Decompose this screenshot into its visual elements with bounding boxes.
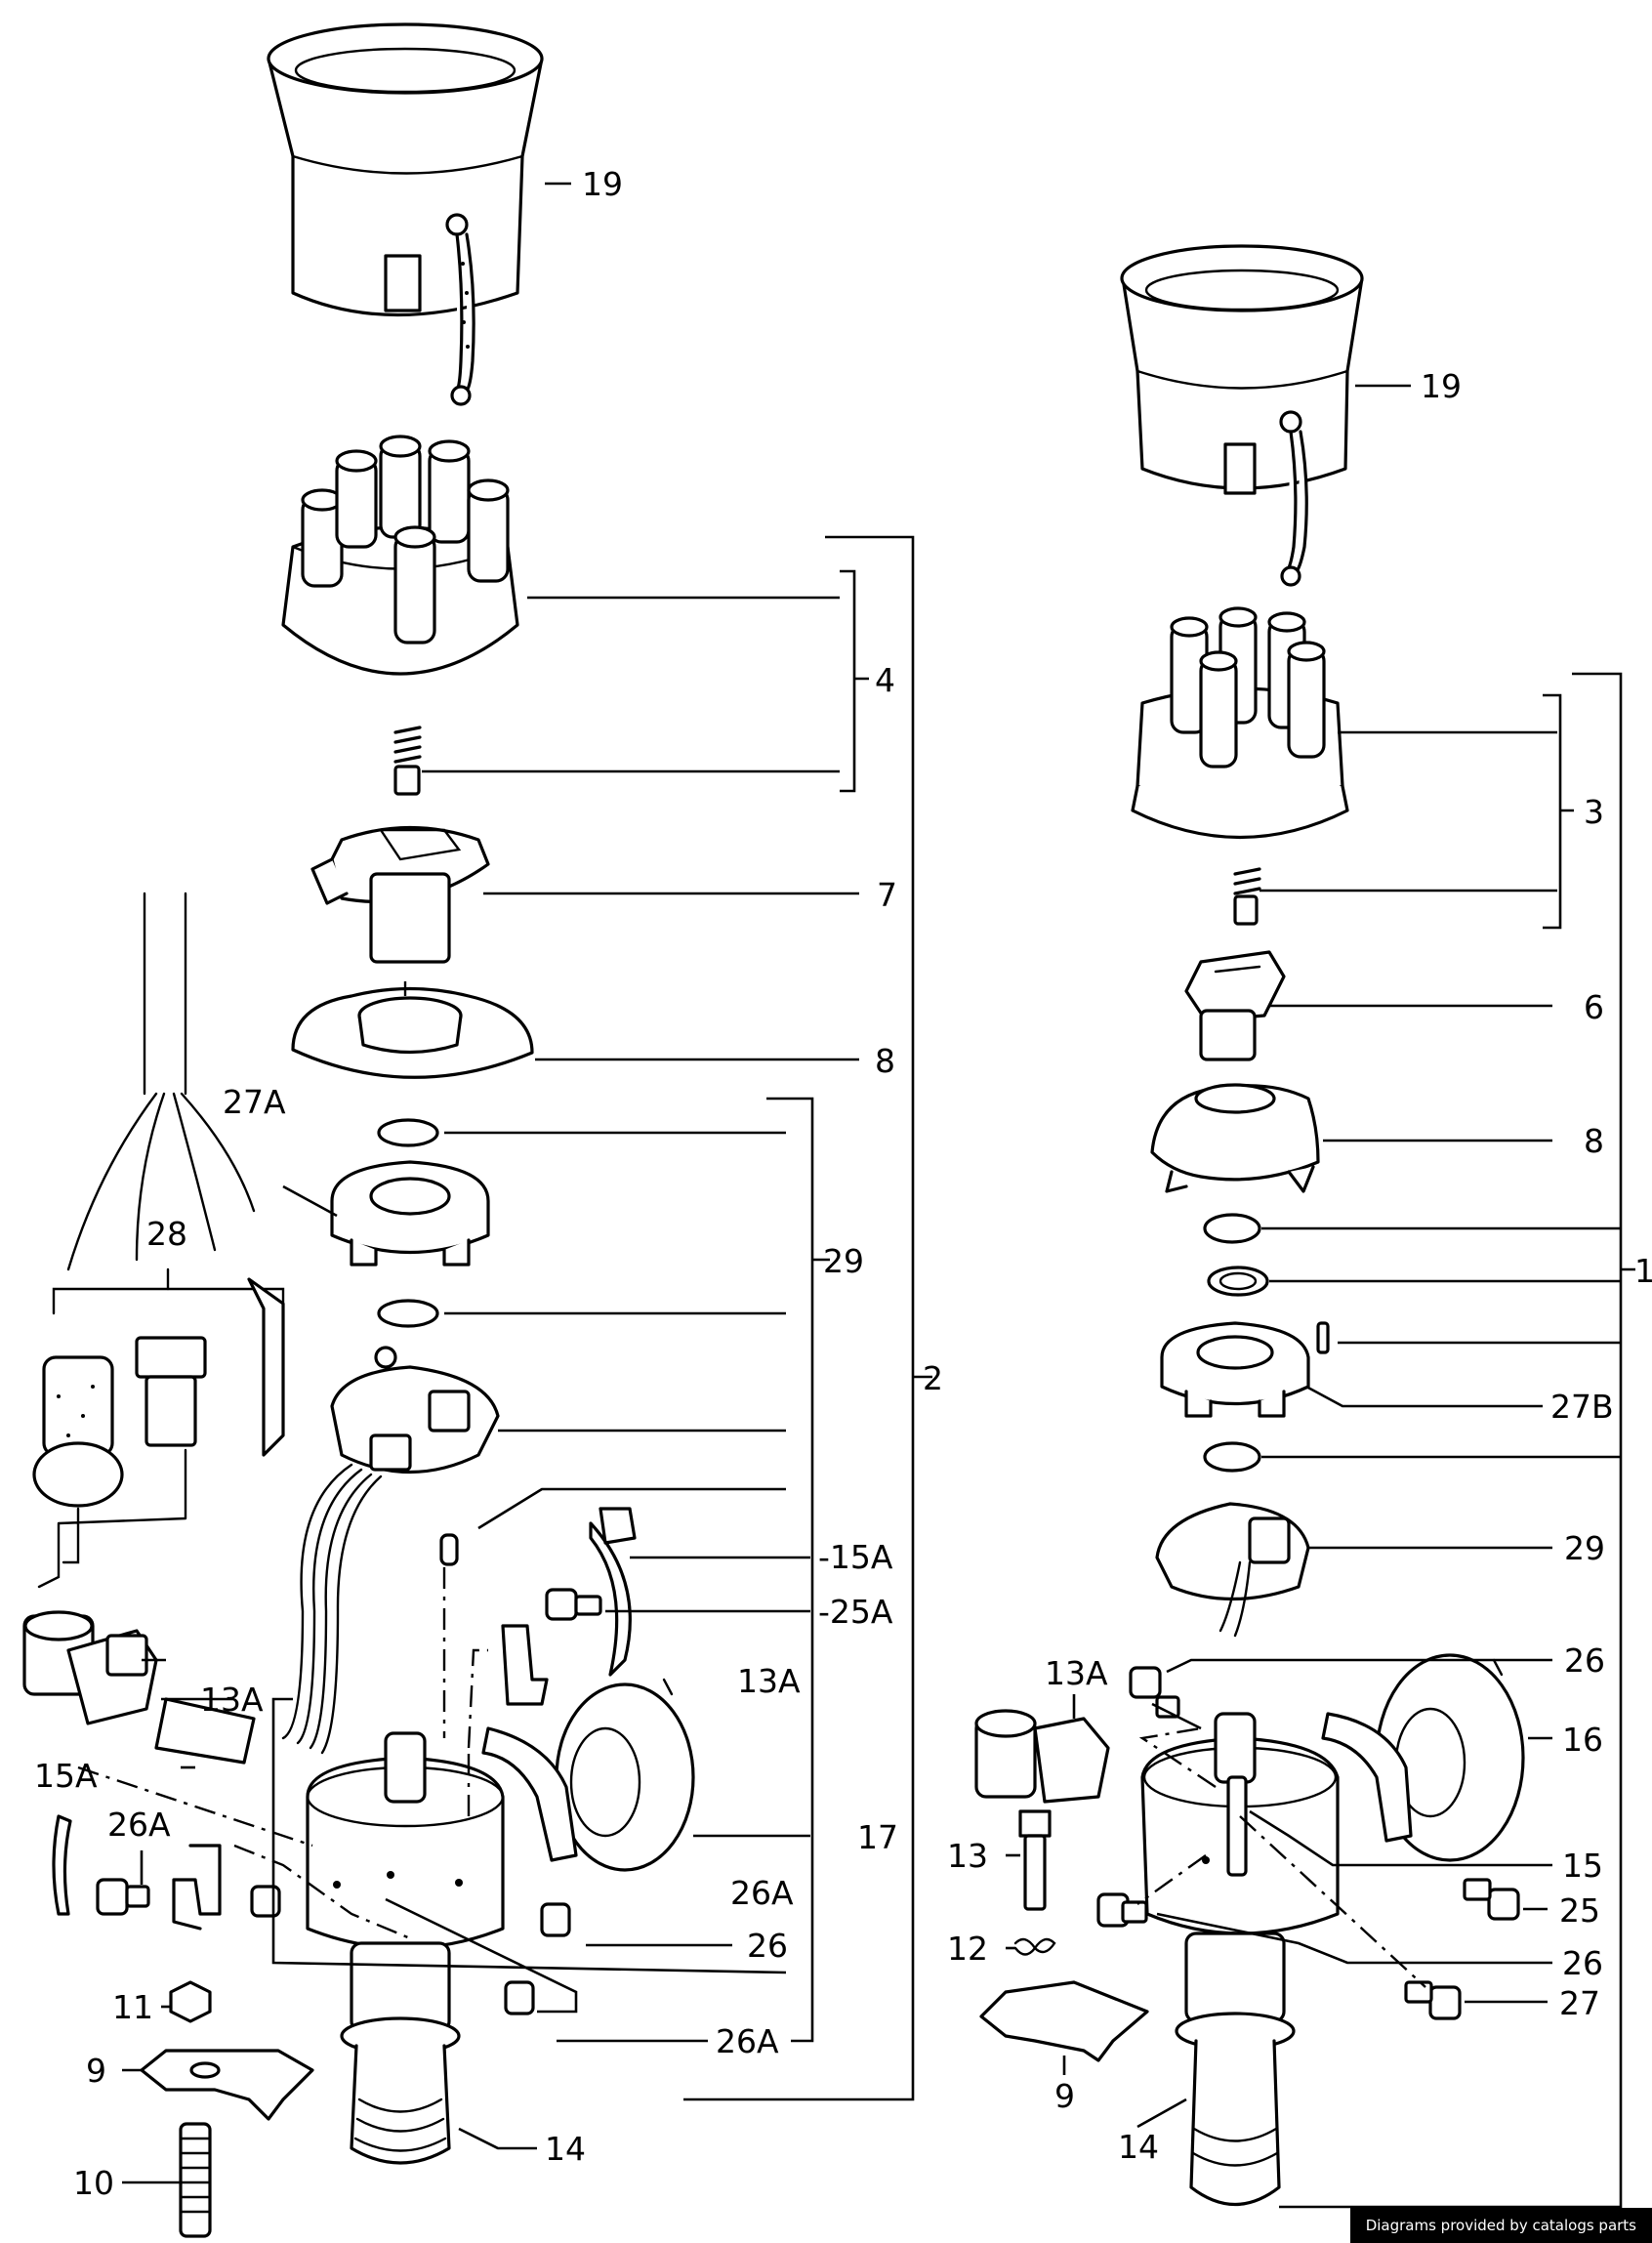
right-plate-27B xyxy=(1160,1321,1330,1418)
callout-12: 12 xyxy=(947,1930,988,1968)
left-cable xyxy=(66,892,256,1271)
left-breaker-plate xyxy=(281,1346,500,1755)
left-dust-shield xyxy=(267,22,544,406)
left-dust-cover xyxy=(291,986,534,1079)
callout-8: 8 xyxy=(1584,1122,1604,1160)
credit-banner: Diagrams provided by catalogs parts xyxy=(1349,2208,1652,2243)
callout-27B: 27B xyxy=(1550,1388,1614,1426)
right-vacuum-unit xyxy=(1321,1653,1525,1862)
callout-2: 2 xyxy=(923,1359,943,1397)
right-distributor-cap xyxy=(1131,606,1349,926)
right-small-parts xyxy=(1013,1809,1520,2020)
callout-26A-b: 26A xyxy=(730,1874,794,1912)
callout-9: 9 xyxy=(86,2052,106,2090)
right-dust-shield xyxy=(1120,244,1364,587)
left-clamp-parts xyxy=(140,1980,314,2238)
left-plate-27A xyxy=(330,1160,490,1267)
callout-15A-left: 15A xyxy=(34,1757,98,1795)
callout-7: 7 xyxy=(877,876,897,914)
right-breaker-plate xyxy=(1155,1502,1310,1638)
left-connectors-28 xyxy=(32,1267,285,1589)
right-clamp xyxy=(979,1980,1149,2062)
left-bracket xyxy=(501,1624,549,1706)
callout-3: 3 xyxy=(1584,793,1604,831)
callout-26A-a: 26A xyxy=(107,1806,171,1844)
callout-15A-right: -15A xyxy=(818,1538,893,1576)
callout-19: 19 xyxy=(1421,367,1462,405)
callout-8: 8 xyxy=(875,1042,895,1080)
callout-17: 17 xyxy=(857,1818,898,1856)
left-rotor xyxy=(310,825,490,964)
left-vacuum-unit xyxy=(481,1678,695,1872)
right-rotor xyxy=(1184,950,1286,1061)
right-assembly: 19 3 6 8 1 27B 29 26 13A 16 13 15 25 12 … xyxy=(947,244,1652,2243)
right-leaders xyxy=(1006,384,1635,2243)
callout-10: 10 xyxy=(73,2164,114,2202)
right-dust-cover xyxy=(1150,1083,1320,1193)
callout-11: 11 xyxy=(112,1988,153,2026)
callout-13A: 13A xyxy=(1045,1654,1108,1692)
right-plug-13A xyxy=(974,1709,1110,1804)
callout-26-b: 26 xyxy=(1562,1944,1603,1982)
right-callout-labels: 19 3 6 8 1 27B 29 26 13A 16 13 15 25 12 … xyxy=(947,367,1652,2166)
left-assembly: 19 4 7 8 2 29 27A 28 -15A -25A 13A 13A 1… xyxy=(22,22,943,2238)
callout-26A-c: 26A xyxy=(716,2022,779,2060)
left-lower-parts xyxy=(52,1814,571,2015)
callout-25: 25 xyxy=(1559,1891,1600,1930)
left-plug-13A xyxy=(22,1610,256,1765)
right-circlips xyxy=(1203,1213,1269,1473)
callout-6: 6 xyxy=(1584,988,1604,1026)
callout-29: 29 xyxy=(1564,1529,1605,1567)
right-housing xyxy=(1140,1712,1340,2206)
callout-26: 26 xyxy=(747,1927,788,1965)
callout-26-a: 26 xyxy=(1564,1641,1605,1680)
left-housing xyxy=(306,1731,505,2165)
callout-27A: 27A xyxy=(223,1083,286,1121)
left-leaders xyxy=(77,182,932,2184)
callout-14: 14 xyxy=(1118,2128,1159,2166)
callout-29: 29 xyxy=(823,1242,864,1280)
callout-1: 1 xyxy=(1634,1252,1652,1290)
left-distributor-cap xyxy=(281,435,519,796)
callout-25A: -25A xyxy=(818,1593,893,1631)
callout-9: 9 xyxy=(1054,2077,1075,2115)
callout-16: 16 xyxy=(1562,1721,1603,1759)
callout-13A-left: 13A xyxy=(200,1681,264,1719)
left-circlips xyxy=(377,1118,439,1328)
callout-14: 14 xyxy=(545,2130,586,2168)
callout-4: 4 xyxy=(875,661,895,699)
callout-27: 27 xyxy=(1559,1984,1600,2022)
left-callout-labels: 19 4 7 8 2 29 27A 28 -15A -25A 13A 13A 1… xyxy=(34,165,943,2202)
callout-15: 15 xyxy=(1562,1847,1603,1885)
callout-28: 28 xyxy=(146,1215,187,1253)
callout-13A-right: 13A xyxy=(737,1662,801,1700)
left-pin xyxy=(439,1533,459,1566)
left-clip-right xyxy=(545,1507,637,1677)
callout-19: 19 xyxy=(582,165,623,203)
right-screw-26a xyxy=(1129,1666,1180,1719)
callout-13: 13 xyxy=(947,1837,988,1875)
